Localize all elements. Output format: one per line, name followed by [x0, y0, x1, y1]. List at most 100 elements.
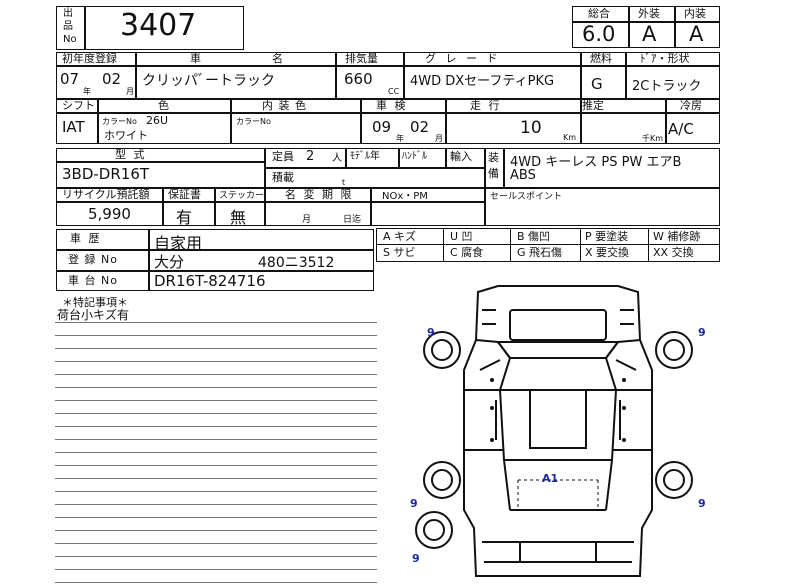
lot-number: 3407 [120, 8, 197, 43]
chassis-number: DR16T-824716 [154, 272, 266, 290]
legend-box [376, 228, 720, 262]
import-label: 輸入 [450, 150, 472, 163]
name-change-label: 名 変 期 限 [285, 188, 354, 201]
inspection-month-unit: 月 [435, 134, 443, 143]
tire-mark-front-right: 9 [698, 326, 706, 339]
warranty: 有 [176, 208, 193, 227]
interior-color-label: 内 装 色 [262, 99, 307, 112]
shift-label: シフト [62, 99, 95, 112]
reg-month: 02 [102, 70, 122, 88]
tire-mark-rear-right: 9 [698, 497, 706, 510]
handle-label: ﾊﾝﾄﾞﾙ [402, 151, 427, 162]
equip-label-1: 装 [488, 151, 499, 164]
equip-label-2: 備 [488, 167, 499, 180]
color-no-label: カラーNo [102, 117, 137, 126]
exterior-grade: A [642, 22, 657, 46]
vehicle-diagram [415, 285, 693, 577]
lot-label-3: No [63, 34, 77, 45]
model-year-label: ﾓﾃﾞﾙ年 [350, 151, 380, 162]
sticker-label: ステッカー [219, 191, 265, 201]
reg-year-unit: 年 [83, 87, 91, 96]
reg-month-unit: 月 [126, 87, 134, 96]
capacity-label: 定員 [272, 150, 294, 163]
color-name: ホワイト [104, 129, 148, 142]
history-label: 車 歴 [70, 232, 102, 245]
model-code: 3BD-DR16T [62, 165, 150, 183]
name-change-month: 月 [302, 215, 312, 225]
interior-color-no-label: カラーNo [236, 117, 271, 126]
displacement: 660 [344, 70, 373, 88]
damage-mark-a1: A1 [542, 472, 559, 485]
notes-title: ＊特記事項＊ [62, 296, 128, 309]
capacity-unit: 人 [332, 153, 342, 164]
vehicle-history: 自家用 [154, 234, 203, 253]
mileage-label: 走 行 [470, 99, 502, 112]
recycle-fee: 5,990 [88, 205, 131, 223]
door-shape: 2Cトラック [632, 79, 702, 94]
inspection-year-unit: 年 [396, 134, 404, 143]
row4-box [56, 188, 720, 226]
legend-p: P 要塗装 [585, 230, 629, 243]
history-box [56, 229, 374, 291]
grade: 4WD DXセーフティPKG [410, 74, 555, 89]
recycle-label: リサイクル預託額 [62, 188, 150, 201]
overall-label: 総合 [588, 7, 610, 20]
ac-label: 冷房 [680, 99, 702, 112]
row1-box [56, 52, 720, 99]
lot-label-1: 出 [63, 8, 73, 19]
inspection-year: 09 [372, 118, 392, 136]
legend-a: A キズ [383, 230, 417, 243]
name-change-day: 日迄 [343, 215, 362, 225]
color-no: 26U [146, 114, 169, 127]
interior-grade: A [689, 22, 704, 46]
legend-x: X 要交換 [585, 246, 630, 259]
capacity: 2 [306, 149, 315, 164]
reg-year: 07 [60, 70, 80, 88]
notes-line-1: 荷台小キズ有 [57, 308, 130, 322]
legend-w: W 補修跡 [653, 230, 701, 243]
overall-grade: 6.0 [582, 22, 616, 46]
grade-label: グ レ ー ド [425, 52, 501, 65]
legend-s: S サビ [383, 246, 416, 259]
km-unit: Km [563, 133, 577, 142]
car-name: クリッパﾞートラック [142, 73, 275, 89]
color-label: 色 [158, 99, 169, 112]
equipment-line-2: ABS [510, 168, 536, 183]
tire-mark-rear-left: 9 [410, 497, 418, 510]
nox-label: NOx・PM [382, 191, 428, 202]
tire-mark-spare: 9 [412, 552, 420, 565]
model-label: 型 式 [115, 148, 147, 161]
interior-label: 内装 [684, 7, 706, 20]
legend-c: C 腐食 [450, 246, 484, 259]
legend-g: G 飛石傷 [517, 246, 563, 259]
inspection-month: 02 [410, 118, 430, 136]
ac: A/C [668, 120, 694, 138]
thousand-km-unit: 千Km [642, 134, 664, 143]
warranty-label: 保証書 [168, 188, 201, 201]
estimate-label: 推定 [582, 99, 604, 112]
first-reg-label: 初年度登録 [62, 52, 117, 65]
registration-label: 登 録 No [68, 253, 118, 266]
tire-mark-front-left: 9 [427, 326, 435, 339]
fuel-label: 燃料 [590, 52, 612, 65]
car-name-label-2: 名 [272, 52, 283, 65]
sticker: 無 [230, 208, 247, 227]
mileage: 10 [520, 118, 542, 138]
row2-box [56, 99, 720, 144]
displacement-label: 排気量 [345, 52, 378, 65]
door-label: ﾄﾞｱ・形状 [640, 52, 690, 65]
sales-point-label: セールスポイント [490, 192, 563, 202]
chassis-label: 車 台 No [68, 274, 118, 287]
fuel: G [591, 75, 603, 93]
registration-number: 480ニ3512 [258, 255, 335, 271]
grade-box [572, 6, 720, 48]
load-unit: t [342, 178, 346, 187]
car-name-label-1: 車 [190, 52, 201, 65]
exterior-label: 外装 [638, 7, 660, 20]
load-label: 積載 [272, 171, 294, 184]
legend-xx: XX 交換 [653, 246, 694, 259]
registration-area: 大分 [154, 253, 185, 271]
legend-u: U 凹 [450, 230, 473, 243]
shift: IAT [62, 118, 85, 136]
lot-label-2: 品 [63, 21, 73, 32]
